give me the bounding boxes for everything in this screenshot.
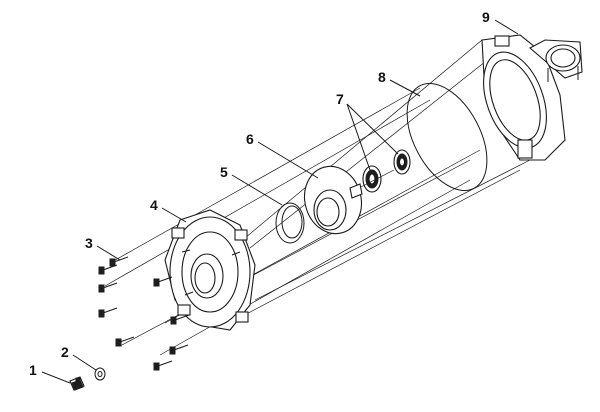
impeller (304, 165, 363, 235)
housing-o-ring (406, 82, 488, 192)
screw (98, 264, 118, 275)
screw (115, 336, 135, 347)
screw (170, 314, 190, 325)
leader-lines (41, 19, 519, 384)
callout-labels: 1 2 3 4 5 6 7 8 9 (29, 9, 490, 378)
screw (169, 344, 189, 355)
callout-8: 8 (378, 69, 386, 85)
screw (98, 282, 118, 293)
drain-plug (69, 376, 85, 391)
callout-6: 6 (246, 131, 254, 147)
screw (98, 307, 118, 318)
faceplate (164, 209, 256, 331)
callout-5: 5 (220, 164, 228, 180)
screw (109, 256, 129, 267)
callout-7: 7 (336, 91, 344, 107)
diffuser-ring (275, 202, 305, 244)
screw (153, 360, 173, 371)
callout-1: 1 (29, 362, 37, 378)
callout-2: 2 (61, 344, 69, 360)
callout-3: 3 (85, 235, 93, 251)
callout-4: 4 (150, 197, 158, 213)
screws (98, 256, 190, 371)
pump-housing (481, 34, 583, 161)
callout-9: 9 (482, 9, 490, 25)
screw (153, 276, 173, 287)
shaft-seal (354, 149, 411, 193)
washer (94, 367, 106, 381)
